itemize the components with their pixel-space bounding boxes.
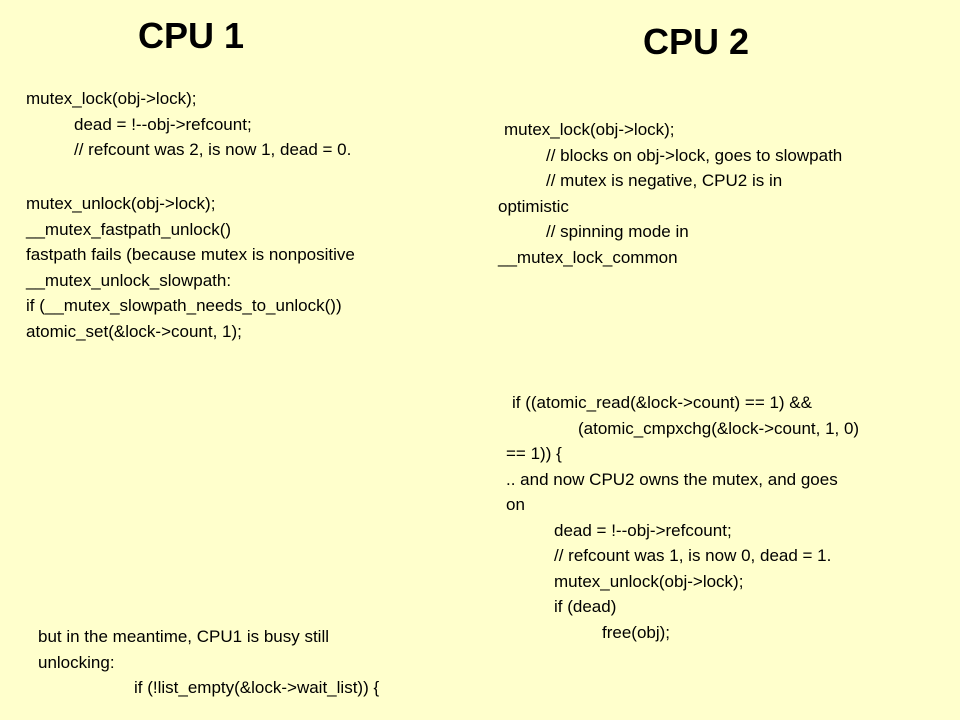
code-line: // blocks on obj->lock, goes to slowpath bbox=[546, 145, 843, 165]
code-line: // refcount was 1, is now 0, dead = 1. bbox=[554, 546, 832, 565]
code-line: dead = !--obj->refcount; bbox=[554, 520, 732, 540]
code-line: if ((atomic_read(&lock->count) == 1) && bbox=[512, 393, 812, 412]
code-line: optimistic bbox=[498, 196, 569, 216]
code-line: atomic_set(&lock->count, 1); bbox=[26, 321, 242, 341]
cpu1-lock-block: mutex_lock(obj->lock); dead = !--obj->re… bbox=[26, 86, 351, 163]
code-line: (atomic_cmpxchg(&lock->count, 1, 0) bbox=[578, 418, 860, 438]
code-line: but in the meantime, CPU1 is busy still bbox=[38, 627, 330, 646]
code-line: free(obj); bbox=[602, 622, 671, 642]
cpu2-lock-block: mutex_lock(obj->lock); // blocks on obj-… bbox=[498, 117, 842, 270]
code-line: mutex_lock(obj->lock); bbox=[26, 89, 197, 108]
cpu1-title: CPU 1 bbox=[138, 15, 245, 56]
code-line: if (__mutex_slowpath_needs_to_unlock()) bbox=[26, 296, 342, 315]
code-line: on bbox=[506, 495, 525, 514]
cpu1-meantime-block: but in the meantime, CPU1 is busy still … bbox=[38, 624, 379, 701]
cpu1-unlock-block: mutex_unlock(obj->lock); __mutex_fastpat… bbox=[26, 191, 355, 344]
code-line: unlocking: bbox=[38, 652, 115, 672]
cpu2-title: CPU 2 bbox=[643, 21, 750, 62]
code-line: mutex_lock(obj->lock); bbox=[504, 120, 675, 139]
code-line: // spinning mode in bbox=[546, 222, 689, 241]
code-line: __mutex_fastpath_unlock() bbox=[26, 219, 232, 239]
code-line: if (!list_empty(&lock->wait_list)) { bbox=[134, 678, 380, 697]
code-line: .. and now CPU2 owns the mutex, and goes bbox=[506, 469, 838, 489]
code-line: if (dead) bbox=[554, 597, 617, 616]
code-line: == 1)) { bbox=[506, 444, 562, 463]
code-line: // refcount was 2, is now 1, dead = 0. bbox=[74, 140, 352, 159]
code-line: __mutex_lock_common bbox=[498, 247, 678, 267]
code-line: mutex_unlock(obj->lock); bbox=[554, 571, 744, 591]
code-line: fastpath fails (because mutex is nonposi… bbox=[26, 245, 355, 264]
code-line: // mutex is negative, CPU2 is in bbox=[546, 171, 783, 190]
code-line: __mutex_unlock_slowpath: bbox=[26, 270, 232, 290]
cpu2-acquire-block: if ((atomic_read(&lock->count) == 1) && … bbox=[506, 390, 859, 645]
code-line: mutex_unlock(obj->lock); bbox=[26, 194, 216, 213]
code-line: dead = !--obj->refcount; bbox=[74, 114, 252, 134]
